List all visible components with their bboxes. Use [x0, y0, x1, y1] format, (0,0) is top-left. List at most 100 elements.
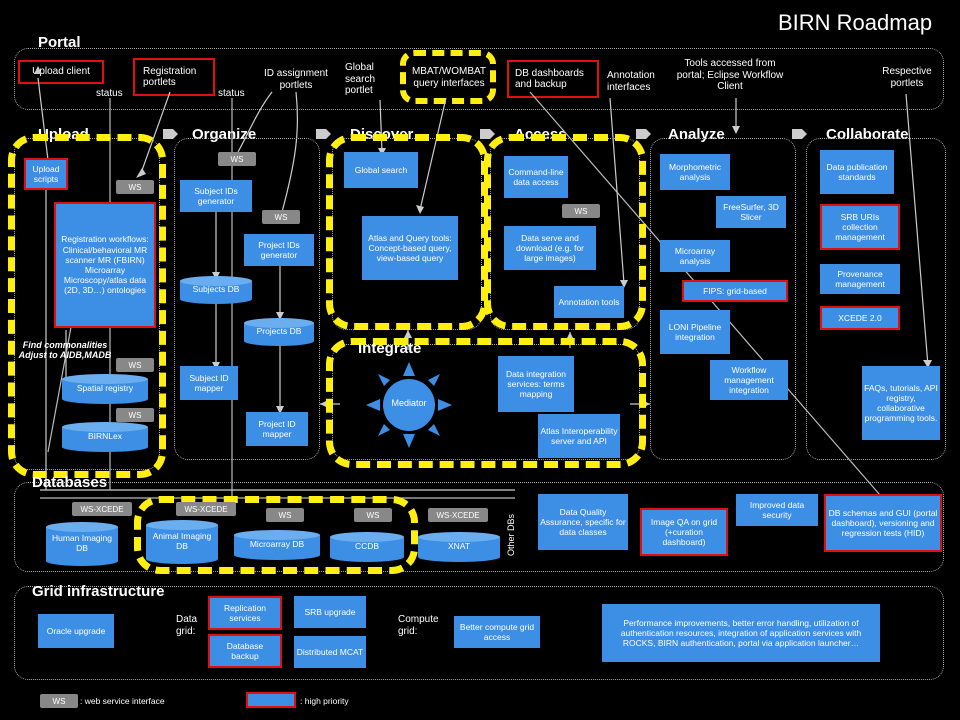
annotation-tools-box: Annotation tools [554, 286, 624, 318]
faqs-box: FAQs, tutorials, API registry, collabora… [862, 366, 940, 440]
ws-badge: WS [116, 408, 154, 422]
srb-upgrade-box: SRB upgrade [294, 596, 366, 628]
ws-badge: WS [262, 210, 300, 224]
replication-box: Replication services [208, 596, 282, 630]
db-dashboards-label: DB dashboards and backup [507, 60, 599, 98]
ws-badge: WS [266, 508, 304, 522]
data-publication-box: Data publication standards [820, 150, 894, 194]
freesurfer-box: FreeSurfer, 3D Slicer [716, 196, 786, 228]
microarray-db-label: Microarray DB [234, 535, 320, 555]
organize-region [174, 138, 320, 460]
mbat-highlight [400, 50, 496, 104]
ws-badge: WS [562, 204, 600, 218]
id-assignment-label: ID assignment portlets [264, 68, 328, 91]
ws-xcede-badge: WS-XCEDE [176, 502, 236, 516]
find-commonalities-note: Find commonalities Adjust to AIDB,MADB [18, 340, 112, 361]
srb-uris-box: SRB URIs collection management [820, 204, 900, 250]
project-ids-generator-box: Project IDs generator [244, 234, 314, 266]
projects-db: Projects DB [244, 318, 314, 346]
atlas-query-box: Atlas and Query tools: Concept-based que… [362, 216, 458, 280]
loni-box: LONI Pipeline integration [660, 310, 730, 354]
subjects-db: Subjects DB [180, 276, 252, 304]
animal-imaging-label: Animal Imaging DB [146, 525, 218, 559]
mbat-label: MBAT/WOMBAT query interfaces [411, 66, 487, 89]
mediator-icon [366, 362, 452, 448]
legend-priority-text: : high priority [300, 696, 349, 706]
ccdb-label: CCDB [330, 537, 404, 557]
access-highlight [484, 134, 646, 330]
human-imaging-label: Human Imaging DB [46, 527, 118, 561]
birnlex-db: BIRNLex [62, 422, 148, 452]
legend-ws-text: : web service interface [80, 696, 165, 706]
data-grid-label: Data grid: [176, 614, 198, 637]
status-label: status [218, 88, 245, 99]
grid-header: Grid infrastructure [32, 583, 165, 600]
databases-header: Databases [32, 474, 108, 491]
better-compute-box: Better compute grid access [454, 616, 540, 648]
other-dbs-label: Other DBs [506, 513, 516, 556]
upload-highlight [8, 134, 166, 478]
legend-priority-swatch [246, 692, 296, 708]
annotation-interfaces-label: Annotation interfaces [607, 70, 655, 93]
ws-badge: WS [116, 180, 154, 194]
page-title: BIRN Roadmap [778, 10, 933, 35]
command-line-box: Command-line data access [504, 156, 568, 198]
databases-highlight [134, 496, 418, 574]
mediator-label: Mediator [391, 398, 427, 408]
subjects-db-label: Subjects DB [180, 281, 252, 299]
human-imaging-db: Human Imaging DB [46, 522, 118, 566]
upload-scripts-box: Upload scripts [24, 158, 68, 190]
microarray-db: Microarray DB [234, 530, 320, 560]
portal-header: Portal [38, 34, 81, 51]
spatial-registry-label: Spatial registry [62, 379, 148, 399]
data-serve-box: Data serve and download (e.g. for large … [504, 226, 596, 270]
xnat-db: XNAT [418, 532, 500, 562]
registration-workflows-box: Registration workflows: Clinical/behavio… [54, 202, 156, 328]
fips-box: FIPS: grid-based [682, 280, 788, 302]
spatial-registry-db: Spatial registry [62, 374, 148, 404]
status-label: status [96, 88, 123, 99]
db-schemas-box: DB schemas and GUI (portal dashboard), v… [824, 494, 942, 552]
performance-box: Performance improvements, better error h… [602, 604, 880, 662]
databases-region [14, 482, 944, 572]
xcede-box: XCEDE 2.0 [820, 306, 900, 330]
data-integration-box: Data integration services: terms mapping [498, 356, 574, 412]
registration-portlets-label: Registration portlets [133, 58, 215, 96]
collaborate-region [806, 138, 946, 460]
compute-grid-label: Compute grid: [398, 614, 439, 637]
integrate-header: Integrate [358, 340, 422, 357]
microarray-analysis-box: Microarray analysis [660, 240, 730, 272]
ws-badge: WS [354, 508, 392, 522]
provenance-box: Provenance management [820, 264, 900, 294]
global-search-portlet-label: Global search portlet [345, 62, 376, 96]
legend-ws-badge: WS [40, 694, 78, 708]
subject-ids-generator-box: Subject IDs generator [180, 180, 252, 212]
workflow-box: Workflow management integration [710, 360, 788, 400]
oracle-upgrade-box: Oracle upgrade [38, 614, 114, 648]
upload-client-label: Upload client [18, 60, 104, 84]
ws-badge: WS [218, 152, 256, 166]
morphometric-box: Morphometric analysis [660, 154, 730, 190]
ccdb-db: CCDB [330, 532, 404, 562]
ws-xcede-badge: WS-XCEDE [72, 502, 132, 516]
integrate-highlight [326, 338, 646, 468]
project-id-mapper-box: Project ID mapper [246, 412, 308, 446]
grid-region [14, 586, 944, 680]
portal-region [14, 48, 944, 110]
birnlex-label: BIRNLex [62, 427, 148, 447]
improved-security-box: Improved data security [736, 494, 818, 526]
analyze-region [650, 138, 796, 460]
xnat-label: XNAT [418, 537, 500, 557]
animal-imaging-db: Animal Imaging DB [146, 520, 218, 564]
ws-xcede-badge: WS-XCEDE [428, 508, 488, 522]
database-backup-box: Database backup [208, 634, 282, 668]
ws-badge: WS [116, 358, 154, 372]
atlas-interop-box: Atlas Interoperability server and API [538, 414, 620, 458]
tools-accessed-label: Tools accessed from portal; Eclipse Work… [676, 58, 784, 92]
subject-id-mapper-box: Subject ID mapper [180, 366, 238, 400]
distributed-mcat-box: Distributed MCAT [294, 636, 366, 668]
respective-portlets-label: Respective portlets [882, 66, 932, 89]
image-qa-box: Image QA on grid (+curation dashboard) [640, 508, 728, 556]
data-quality-box: Data Quality Assurance, specific for dat… [538, 494, 628, 550]
projects-db-label: Projects DB [244, 323, 314, 341]
